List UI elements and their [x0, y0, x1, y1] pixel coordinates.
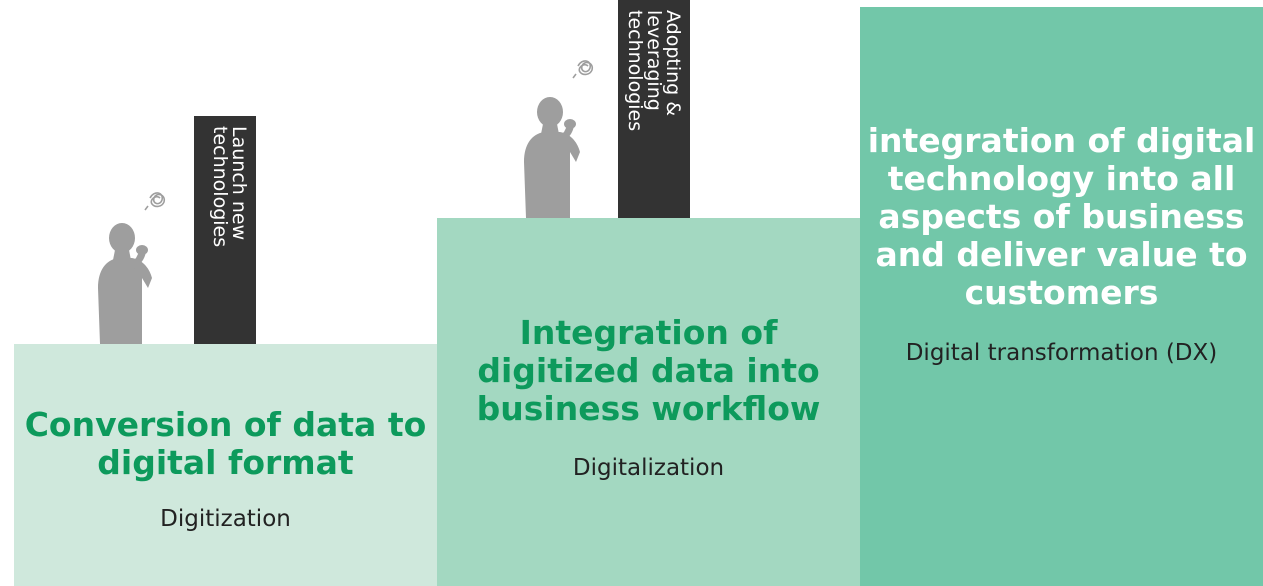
thought-scribble-icon [572, 60, 594, 79]
sign-adopting-leveraging-technologies: Adopting & leveraging technologies [618, 0, 690, 218]
step-headline: integration of digital technology into a… [867, 121, 1256, 312]
step-digital-transformation: integration of digital technology into a… [860, 7, 1263, 586]
step-digitalization: Integration of digitized data into busin… [437, 218, 860, 586]
step-headline: Conversion of data to digital format [24, 405, 427, 482]
step-subtitle: Digitization [160, 506, 291, 532]
step-headline: Integration of digitized data into busin… [476, 313, 821, 428]
sign-launch-new-technologies: Launch new technologies [194, 116, 256, 344]
step-subtitle: Digital transformation (DX) [905, 340, 1218, 366]
step-subtitle: Digitalization [572, 455, 725, 481]
step-digitization: Conversion of data to digital format Dig… [14, 344, 437, 586]
thinking-person-icon [98, 192, 166, 344]
thinking-person-icon [524, 60, 594, 218]
thought-scribble-icon [144, 192, 166, 211]
